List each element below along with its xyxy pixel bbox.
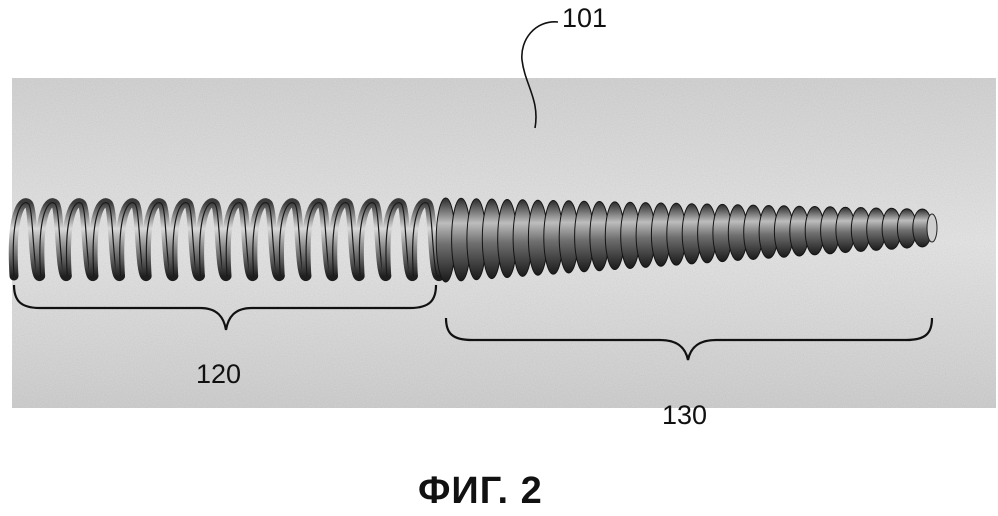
figure-caption: ФИГ. 2: [418, 470, 543, 512]
label-101: 101: [562, 3, 607, 33]
coil-tip: [927, 214, 937, 242]
label-130: 130: [662, 400, 707, 430]
label-120: 120: [196, 359, 241, 389]
